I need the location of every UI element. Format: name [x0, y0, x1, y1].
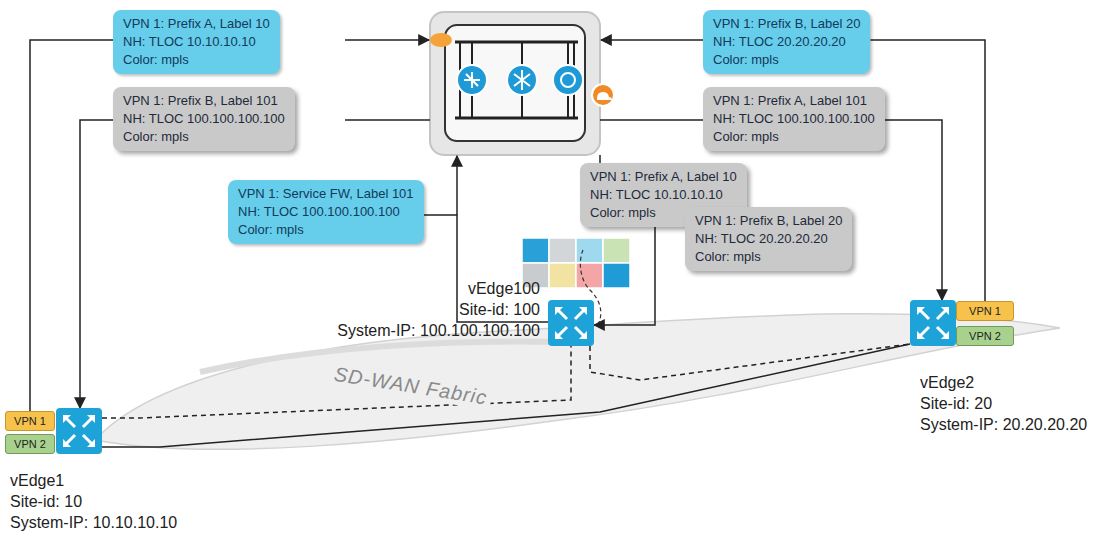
node-text: VPN 1: Prefix B, Label 101 — [123, 92, 285, 110]
router-symbol — [910, 300, 956, 346]
router-label: vEdge100Site-id: 100System-IP: 100.100.1… — [337, 278, 540, 341]
router-symbol — [56, 408, 102, 454]
connector — [885, 120, 942, 300]
node-text: Color: mpls — [713, 51, 860, 69]
vpn-tag: VPN 2 — [5, 434, 55, 454]
route-callout: VPN 1: Service FW, Label 101NH: TLOC 100… — [228, 180, 424, 244]
router-icon: vEdge2Site-id: 20System-IP: 20.20.20.20 — [910, 300, 956, 346]
connector — [590, 344, 910, 380]
shape-path — [65, 417, 93, 445]
node-text: VPN 1: Service FW, Label 101 — [238, 185, 414, 203]
shape-rect — [445, 25, 585, 141]
shape-line — [456, 156, 458, 215]
router-label: vEdge2Site-id: 20System-IP: 20.20.20.20 — [920, 372, 1087, 435]
shape-path — [919, 309, 947, 337]
shape-circle — [592, 84, 614, 106]
shape-line — [345, 119, 430, 121]
node-text: Color: mpls — [123, 128, 285, 146]
node-text: VPN 1 — [12, 412, 48, 430]
route-callout: VPN 1: Prefix A, Label 10NH: TLOC 10.10.… — [113, 10, 280, 74]
node-text: VPN 1: Prefix B, Label 20 — [695, 212, 842, 230]
node-text: NH: TLOC 10.10.10.10 — [590, 186, 737, 204]
node-text: NH: TLOC 100.100.100.100 — [238, 203, 414, 221]
connector — [594, 227, 655, 325]
route-callout: VPN 1: Prefix B, Label 101NH: TLOC 100.1… — [113, 87, 295, 151]
node-text: Color: mpls — [713, 128, 875, 146]
fabric-cloud-shade — [200, 342, 560, 372]
route-callout: VPN 1: Prefix B, Label 20NH: TLOC 20.20.… — [685, 207, 852, 271]
shape-path — [514, 70, 530, 90]
shape-path — [917, 307, 949, 339]
node-text: VPN 1: Prefix A, Label 101 — [713, 92, 875, 110]
connector — [80, 120, 113, 408]
router-text: System-IP: 100.100.100.100 — [337, 320, 540, 341]
shape-path — [557, 309, 585, 337]
node-text: VPN 2 — [963, 327, 1007, 345]
router-symbol — [548, 300, 594, 346]
router-text: vEdge100 — [337, 278, 540, 299]
shape-path — [597, 92, 612, 100]
connector — [102, 346, 571, 418]
router-text: vEdge2 — [920, 372, 1087, 393]
shape-line — [601, 39, 703, 41]
connector — [30, 40, 113, 411]
vpn-tag: VPN 1 — [5, 411, 55, 431]
router-text: Site-id: 100 — [337, 299, 540, 320]
vpn-tag: VPN 2 — [956, 326, 1014, 346]
node-text: VPN 1: Prefix B, Label 20 — [713, 15, 860, 33]
shape-line — [600, 119, 703, 121]
shape-line — [345, 39, 429, 41]
router-text: Site-id: 10 — [10, 491, 177, 512]
shape-circle — [561, 73, 575, 87]
router-text: Site-id: 20 — [920, 393, 1087, 414]
route-callout: VPN 1: Prefix B, Label 20NH: TLOC 20.20.… — [703, 10, 870, 74]
router-text: System-IP: 20.20.20.20 — [920, 414, 1087, 435]
shape-rect — [522, 238, 549, 263]
router-icon: vEdge100Site-id: 100System-IP: 100.100.1… — [548, 300, 594, 346]
node-text: NH: TLOC 10.10.10.10 — [123, 33, 270, 51]
node-text: Color: mpls — [695, 248, 842, 266]
node-text: NH: TLOC 100.100.100.100 — [713, 110, 875, 128]
shape-rect — [549, 238, 576, 263]
vpn-tag: VPN 1 — [956, 301, 1014, 321]
shape-circle — [553, 65, 583, 95]
shape-line — [455, 41, 578, 44]
route-callout: VPN 1: Prefix A, Label 101NH: TLOC 100.1… — [703, 87, 885, 151]
shape-rect — [603, 263, 630, 288]
node-text: Color: mpls — [123, 51, 270, 69]
node-text: NH: TLOC 20.20.20.20 — [695, 230, 842, 248]
shape-path — [63, 415, 95, 447]
shape-line — [455, 117, 578, 120]
connector — [870, 40, 985, 301]
router-icon: vEdge1Site-id: 10System-IP: 10.10.10.10 — [56, 408, 102, 454]
shape-path — [464, 72, 480, 88]
router-label: vEdge1Site-id: 10System-IP: 10.10.10.10 — [10, 470, 177, 533]
shape-rect — [603, 238, 630, 263]
shape-rect — [549, 263, 576, 288]
shape-circle — [507, 65, 537, 95]
node-text: VPN 1 — [963, 302, 1007, 320]
node-text: NH: TLOC 100.100.100.100 — [123, 110, 285, 128]
router-text: vEdge1 — [10, 470, 177, 491]
node-text: VPN 2 — [12, 435, 48, 453]
shape-rect — [430, 12, 600, 155]
shape-path — [555, 307, 587, 339]
node-text: NH: TLOC 20.20.20.20 — [713, 33, 860, 51]
connector — [102, 344, 910, 447]
shape-ellipse — [430, 33, 452, 47]
shape-circle — [457, 65, 487, 95]
node-text: VPN 1: Prefix A, Label 10 — [590, 168, 737, 186]
node-text: Color: mpls — [238, 221, 414, 239]
node-text: VPN 1: Prefix A, Label 10 — [123, 15, 270, 33]
controller-illustration — [430, 12, 614, 155]
router-text: System-IP: 10.10.10.10 — [10, 512, 177, 533]
